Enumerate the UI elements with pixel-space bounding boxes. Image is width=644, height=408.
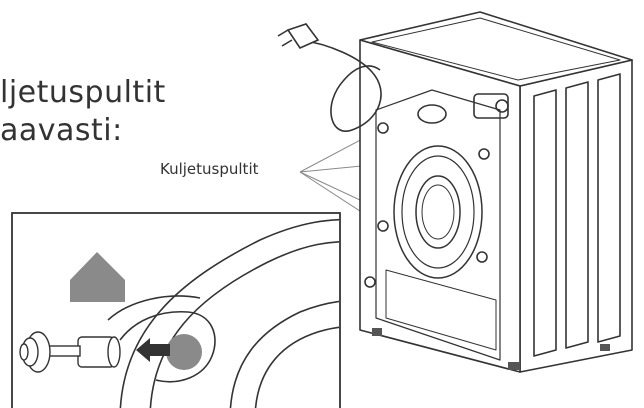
heading-line-1: ljetuspultit <box>0 75 166 110</box>
transport-bolt-closeup <box>11 212 341 408</box>
power-cord <box>277 23 382 132</box>
bolt-hole-icon <box>166 334 202 370</box>
instruction-heading: ljetuspultit aavasti: <box>0 74 166 150</box>
washing-machine-illustration <box>359 11 633 373</box>
up-arrow-marker <box>70 252 125 302</box>
removal-arrow <box>136 338 170 362</box>
heading-line-2: aavasti: <box>0 113 123 148</box>
removed-bolt-icon <box>19 331 121 373</box>
transport-bolts-label: Kuljetuspultit <box>160 160 259 178</box>
